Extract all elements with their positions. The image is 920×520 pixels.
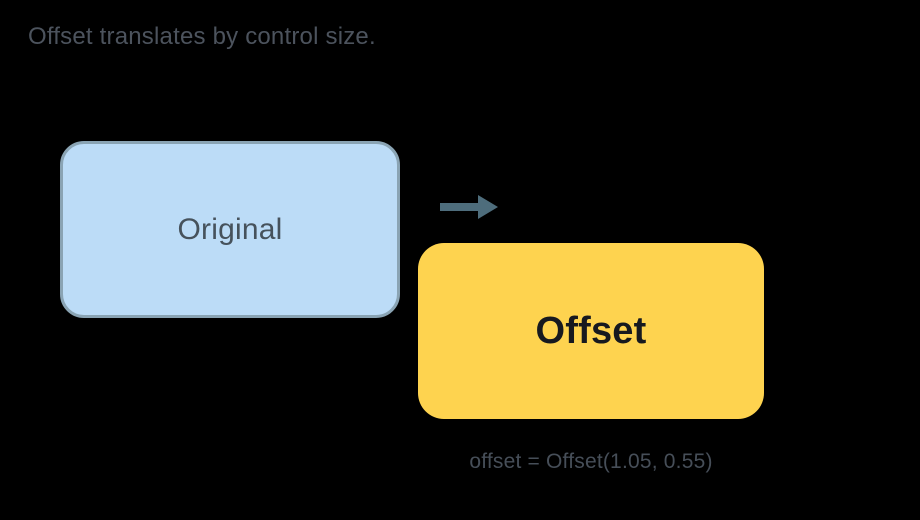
arrow-right-icon <box>438 192 500 222</box>
offset-box-label: Offset <box>535 309 647 352</box>
arrow-right-glyph <box>440 195 498 219</box>
offset-code-caption: offset = Offset(1.05, 0.55) <box>469 450 713 473</box>
page-title: Offset translates by control size. <box>28 23 376 50</box>
original-box-label: Original <box>177 212 283 246</box>
original-control-box: Original <box>60 141 400 318</box>
offset-control-box: Offset <box>418 243 764 419</box>
